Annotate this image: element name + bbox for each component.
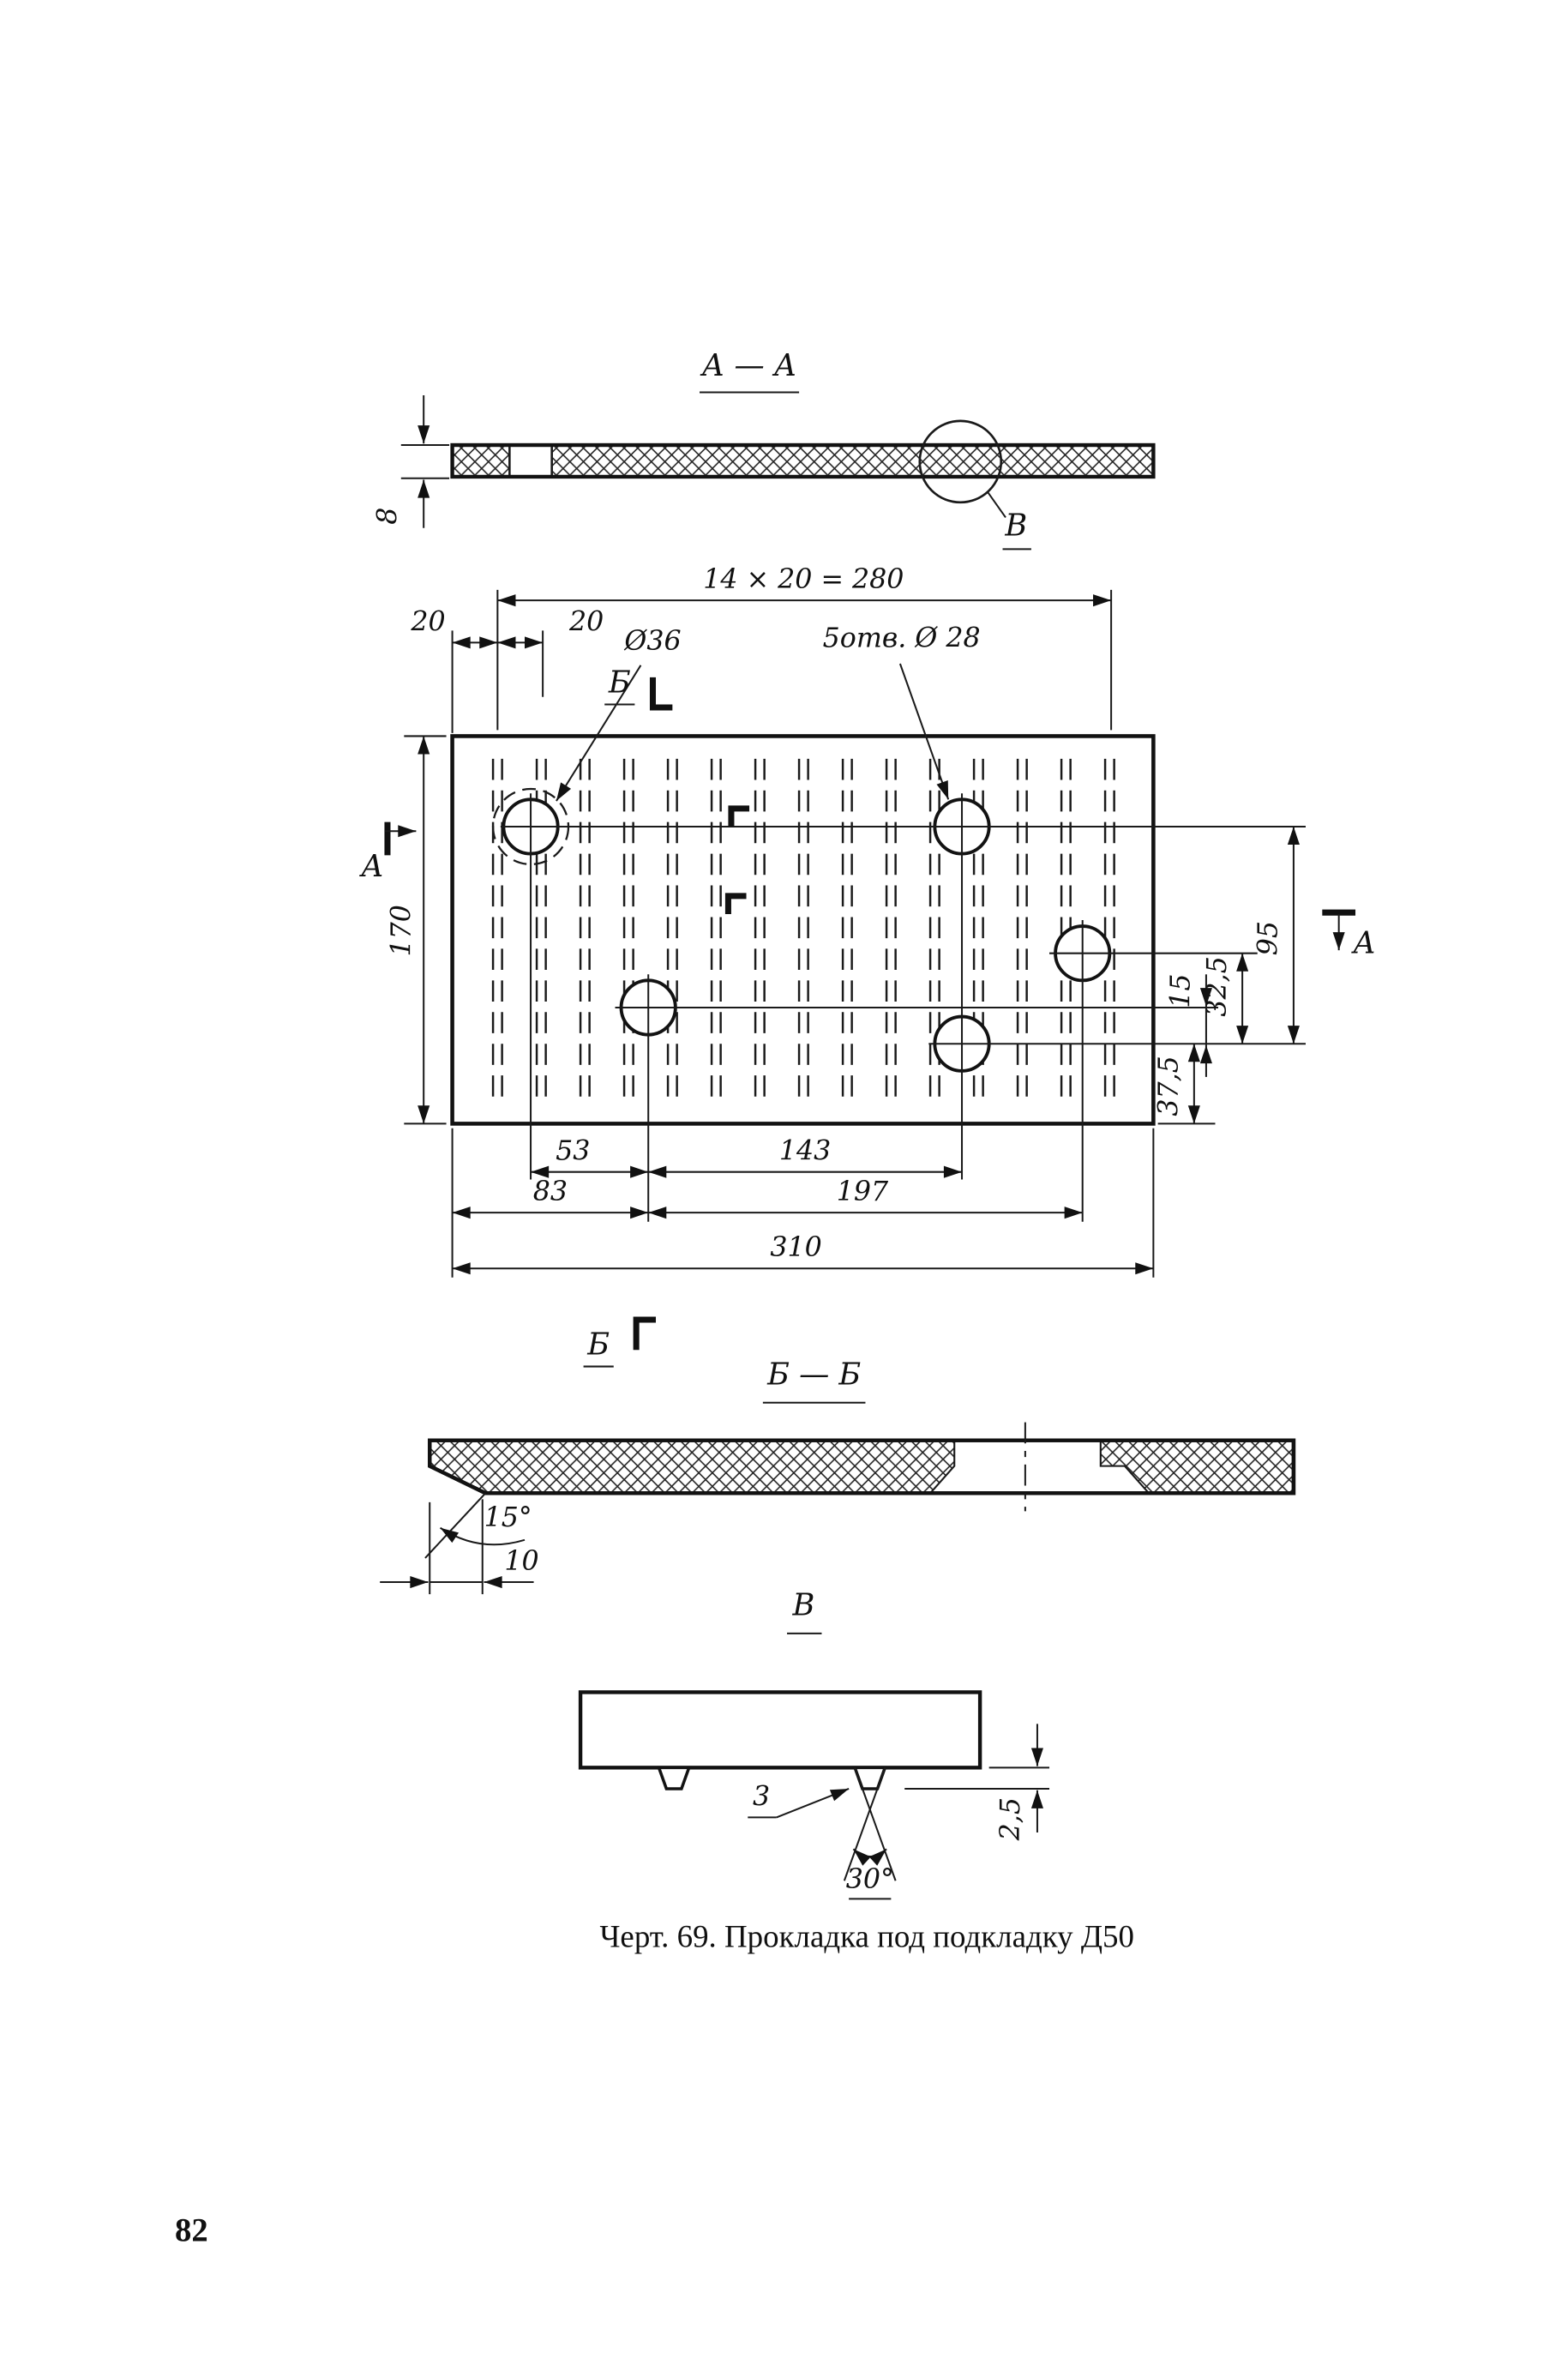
dim-label-20b: 20 — [568, 606, 604, 637]
bar-outline — [450, 442, 1156, 479]
dim-label-2-5: 2,5 — [995, 1797, 1026, 1841]
dim-label-53: 53 — [556, 1136, 590, 1167]
extension-lines — [404, 589, 1216, 1278]
section-aa-title: А — А — [700, 348, 797, 383]
slot-gap-segment — [508, 443, 553, 478]
dim-label-310: 310 — [770, 1232, 821, 1263]
detail-v-title: В — [791, 1588, 814, 1623]
dim-label-37-5: 37,5 — [1154, 1056, 1185, 1116]
rib-mark — [728, 805, 750, 827]
cut-mark-b-top: Б — [604, 665, 673, 711]
dim-label-10: 10 — [504, 1546, 538, 1577]
hatched-segment-right — [550, 443, 1155, 478]
detail-v-ref-label: В — [1004, 509, 1027, 544]
cut-letter-a: А — [358, 849, 384, 884]
cut-mark-a-left: А — [358, 821, 417, 884]
section-aa-bar — [450, 442, 1156, 479]
bar-outline-top — [428, 1438, 1296, 1495]
dimension-lines: 14 × 20 = 280 20 20 Ø36 5отв. Ø 28 170 9… — [386, 564, 1300, 1275]
dim-label-15deg: 15° — [484, 1502, 532, 1533]
dim-label-15: 15 — [1166, 974, 1197, 1008]
section-aa-view: А — А В 8 — [373, 348, 1156, 551]
tooth-dimensions: 30° 3 2,5 — [748, 1724, 1050, 1900]
plate-outline — [450, 734, 1156, 1126]
dim-label-d36: Ø36 — [623, 626, 681, 657]
detail-v-view: В 30° 3 2,5 — [578, 1588, 1050, 1900]
rib-mark — [724, 893, 747, 914]
cut-letter-b: Б — [586, 1327, 610, 1362]
cut-letter-b: Б — [608, 665, 631, 700]
plan-view: 14 × 20 = 280 20 20 Ø36 5отв. Ø 28 170 9… — [358, 564, 1376, 1368]
counterbore-d36-dashed — [491, 787, 570, 866]
page-number: 82 — [175, 2213, 208, 2249]
figure-caption: Черт. 69. Прокладка под подкладку Д50 — [599, 1919, 1134, 1954]
detail-v-leader — [987, 490, 1006, 519]
chamfer-dimensions: 15° 10 — [380, 1492, 539, 1595]
dim-label-30deg: 30° — [846, 1864, 894, 1895]
hatched-segment-left — [429, 1439, 956, 1495]
cut-letter-a: А — [1350, 926, 1376, 961]
slot-lines — [491, 758, 1115, 1102]
dim-label-95: 95 — [1253, 921, 1284, 955]
thickness-dimension: 8 — [373, 394, 450, 528]
dim-label-143: 143 — [779, 1136, 831, 1167]
dim-label-20a: 20 — [410, 606, 445, 637]
section-bb-title: Б — Б — [766, 1357, 861, 1393]
rib-tooth — [657, 1766, 692, 1790]
hatched-segment-left — [451, 443, 511, 478]
dim-label-170: 170 — [386, 905, 417, 956]
dim-label-83: 83 — [533, 1176, 568, 1207]
hatched-segment-right — [1099, 1439, 1295, 1495]
cut-mark-b-bottom: Б — [583, 1316, 657, 1368]
dim-label-d28: 5отв. Ø 28 — [823, 623, 981, 654]
cut-mark-a-right: А — [1322, 909, 1376, 961]
section-bb-view: Б — Б 15° 10 — [380, 1357, 1296, 1595]
dim-label-197: 197 — [837, 1176, 889, 1207]
dim-label-pitch: 14 × 20 = 280 — [703, 564, 904, 595]
dim-label-3: 3 — [753, 1781, 770, 1812]
detail-v-callout-circle — [918, 419, 1003, 504]
detail-block — [578, 1690, 982, 1770]
dim-label-8: 8 — [373, 508, 404, 525]
